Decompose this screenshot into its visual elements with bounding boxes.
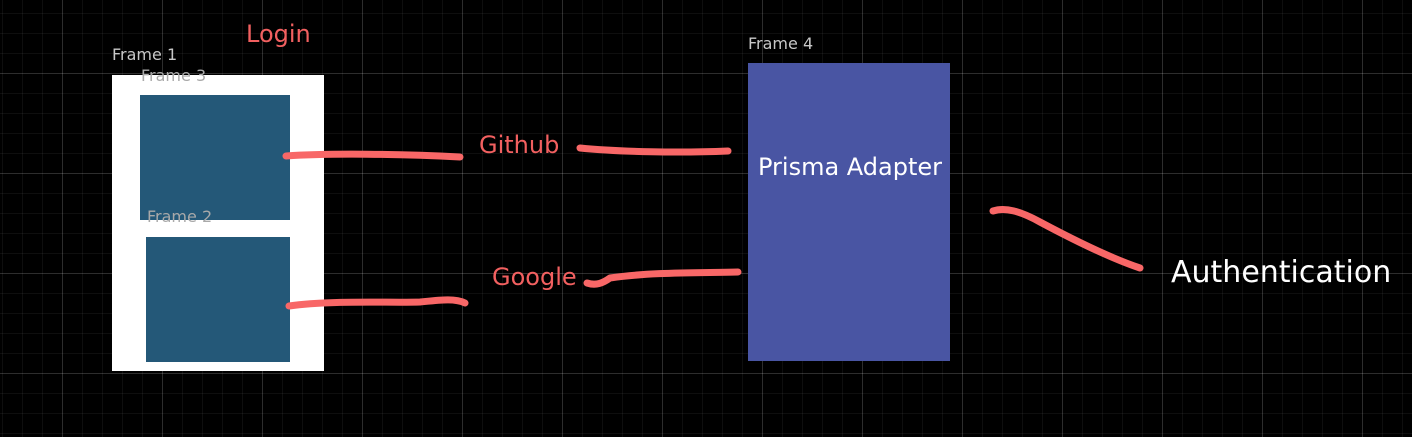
frame-2[interactable] bbox=[146, 237, 290, 362]
authentication-label: Authentication bbox=[1171, 255, 1392, 290]
prisma-adapter-label: Prisma Adapter bbox=[758, 153, 943, 181]
login-label: Login bbox=[246, 20, 311, 48]
stroke-adapter-to-authentication[interactable] bbox=[989, 205, 1144, 272]
github-label: Github bbox=[479, 131, 560, 159]
frame-2-label: Frame 2 bbox=[147, 207, 213, 226]
frame-4[interactable] bbox=[748, 63, 950, 361]
frame-4-label: Frame 4 bbox=[748, 34, 814, 53]
frame-3[interactable] bbox=[140, 95, 290, 220]
google-label: Google bbox=[492, 263, 577, 291]
frame-1-label: Frame 1 bbox=[112, 45, 178, 64]
stroke-github-to-adapter[interactable] bbox=[576, 144, 732, 156]
frame-3-label: Frame 3 bbox=[141, 66, 207, 85]
stroke-google-to-adapter[interactable] bbox=[583, 268, 742, 288]
